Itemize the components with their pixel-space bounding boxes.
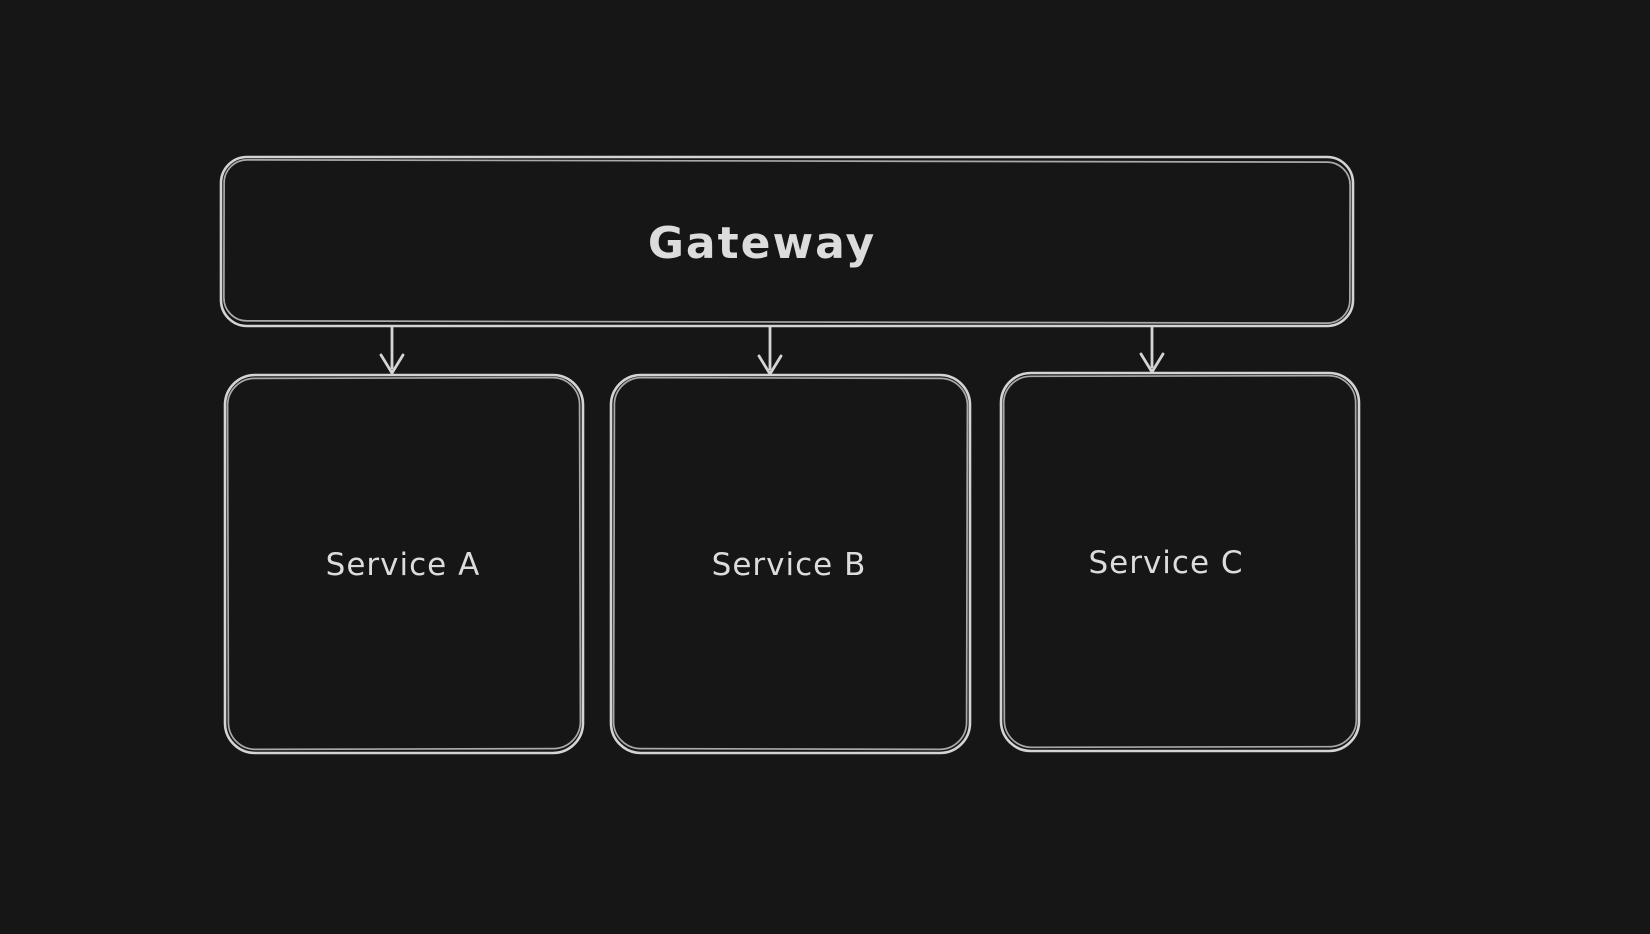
service-c-label: Service C bbox=[1088, 545, 1243, 581]
service-a-box-sketch-stroke bbox=[226, 376, 582, 751]
gateway-box[interactable] bbox=[219, 155, 1355, 328]
arrow-head bbox=[379, 353, 405, 375]
service-b-label: Service B bbox=[712, 547, 867, 583]
gateway-box-sketch-stroke bbox=[223, 159, 1351, 324]
edge-gateway-to-service-a[interactable] bbox=[379, 325, 405, 375]
service-b-box[interactable] bbox=[609, 373, 972, 755]
service-a-label: Service A bbox=[326, 547, 481, 583]
node-service-a[interactable]: Service A bbox=[223, 373, 585, 755]
service-c-box[interactable] bbox=[999, 371, 1361, 753]
node-service-c[interactable]: Service C bbox=[999, 371, 1361, 753]
service-c-box-sketch-stroke bbox=[1002, 374, 1358, 749]
node-service-b[interactable]: Service B bbox=[609, 373, 972, 755]
service-b-box-sketch-stroke bbox=[612, 376, 969, 751]
edge-gateway-to-service-b[interactable] bbox=[757, 325, 783, 376]
node-gateway[interactable]: Gateway bbox=[219, 155, 1355, 328]
service-a-box[interactable] bbox=[223, 373, 585, 755]
gateway-label: Gateway bbox=[648, 218, 876, 269]
edge-gateway-to-service-c[interactable] bbox=[1139, 325, 1165, 374]
